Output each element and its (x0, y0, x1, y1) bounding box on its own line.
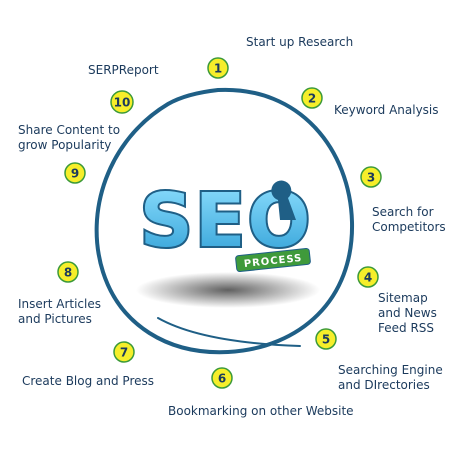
step-number: 5 (322, 333, 330, 347)
step-badge (357, 266, 379, 288)
step-label-line: Bookmarking on other Website (168, 404, 354, 418)
step-label-line: Sitemap (378, 291, 428, 305)
step-badge (110, 90, 134, 114)
step-badge (64, 162, 86, 184)
step-badge (315, 328, 337, 350)
step-label-line: Insert Articles (18, 297, 101, 311)
logo-shadow (136, 272, 320, 308)
step-badge (113, 341, 135, 363)
step-number: 9 (71, 167, 79, 181)
step-number: 10 (114, 96, 131, 110)
step-label-line: Share Content to (18, 123, 120, 137)
step-badge (207, 57, 229, 79)
step-badge (211, 367, 233, 389)
step-number: 8 (64, 266, 72, 280)
step-label: Create Blog and Press (22, 374, 154, 388)
ring-tail (157, 317, 301, 347)
seo-logo: SEO PROCESS (138, 176, 312, 273)
step-label: Keyword Analysis (334, 103, 439, 117)
process-tag-bg (235, 247, 311, 273)
step-label-line: Competitors (372, 220, 446, 234)
process-ring (94, 87, 355, 355)
step-number: 3 (367, 171, 375, 185)
step-label: Bookmarking on other Website (168, 404, 354, 418)
step-label-line: Create Blog and Press (22, 374, 154, 388)
step-number: 1 (214, 62, 222, 76)
step-label-line: Keyword Analysis (334, 103, 439, 117)
step-10: 10 SERPReport (88, 63, 159, 114)
step-label-line: grow Popularity (18, 138, 111, 152)
keyhole-icon (271, 180, 296, 220)
step-1: 1 Start up Research (207, 35, 353, 79)
step-label-line: Start up Research (246, 35, 353, 49)
step-label-line: and Pictures (18, 312, 92, 326)
step-badge (301, 87, 323, 109)
step-badge (360, 166, 382, 188)
step-label-line: Searching Engine (338, 363, 443, 377)
step-label-line: SERPReport (88, 63, 159, 77)
step-number: 4 (364, 271, 372, 285)
step-label-line: Search for (372, 205, 434, 219)
step-badge (57, 261, 79, 283)
step-label: Start up Research (246, 35, 353, 49)
step-label: SERPReport (88, 63, 159, 77)
step-label-line: Feed RSS (378, 321, 434, 335)
step-label-line: and News (378, 306, 437, 320)
step-number: 6 (218, 372, 226, 386)
step-number: 2 (308, 92, 316, 106)
step-label-line: and DIrectories (338, 378, 430, 392)
step-number: 7 (120, 346, 128, 360)
